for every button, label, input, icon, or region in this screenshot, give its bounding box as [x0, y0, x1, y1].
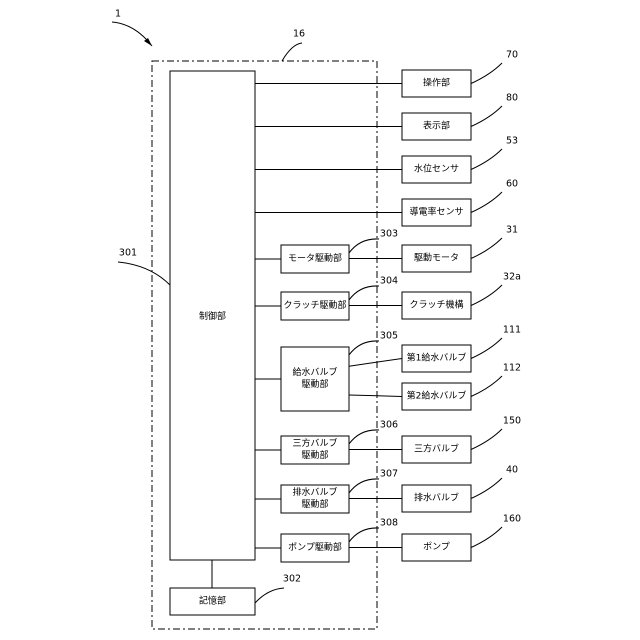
controller-ref-label: 16 — [293, 29, 305, 40]
figure-ref-label: 1 — [115, 9, 121, 20]
control-unit-ref-leader — [118, 262, 170, 285]
device-3-ref: 60 — [506, 179, 518, 190]
device-2-ref-leader — [471, 149, 502, 170]
driver-0-ref-leader — [349, 239, 379, 253]
device-3-ref-leader — [471, 192, 502, 213]
driver-5-ref: 308 — [380, 518, 398, 529]
device-1-ref-leader — [471, 106, 502, 127]
driver-3-device-0-ref-leader — [471, 429, 502, 450]
driver-2-ref: 305 — [380, 331, 398, 342]
driver-3-device-0-label: 三方バルブ — [414, 443, 459, 455]
figure-ref-arrow — [112, 22, 152, 46]
driver-0-device-0-ref: 31 — [506, 225, 518, 236]
driver-3-ref-leader — [349, 430, 379, 444]
device-0-ref-leader — [471, 63, 502, 84]
driver-2-device-0-connector — [349, 359, 402, 367]
driver-2-device-0-label: 第1給水バルブ — [407, 352, 467, 364]
driver-5-ref-leader — [349, 528, 379, 542]
driver-0-device-0-label: 駆動モータ — [414, 253, 459, 264]
driver-0-label-line-0: モータ駆動部 — [288, 252, 342, 264]
driver-4-device-0-label: 排水バルブ — [414, 492, 459, 504]
driver-4-label-line-1: 駆動部 — [301, 498, 328, 510]
storage-ref: 302 — [283, 574, 301, 585]
controller-ref-leader — [282, 43, 302, 61]
driver-2-device-1-connector — [349, 395, 402, 397]
driver-5-device-0-label: ポンプ — [423, 542, 450, 553]
driver-5-device-0-ref-leader — [471, 527, 502, 548]
driver-3-label-line-1: 駆動部 — [301, 449, 328, 461]
driver-2-ref-leader — [349, 341, 379, 355]
driver-2-device-0-ref: 111 — [503, 325, 521, 336]
driver-5-label-line-0: ポンプ駆動部 — [288, 541, 342, 553]
driver-5-device-0-ref: 160 — [503, 514, 521, 525]
driver-2-label-line-0: 給水バルブ — [292, 366, 337, 378]
device-0-label: 操作部 — [423, 77, 450, 89]
driver-4-ref-leader — [349, 479, 379, 493]
driver-2-device-1-ref-leader — [471, 376, 502, 397]
driver-1-device-0-label: クラッチ機構 — [409, 299, 463, 311]
driver-4-device-0-ref-leader — [471, 478, 502, 499]
driver-2-device-0-ref-leader — [471, 338, 502, 359]
driver-2-box — [281, 347, 349, 411]
device-2-ref: 53 — [506, 136, 518, 147]
driver-2-device-1-label: 第2給水バルブ — [407, 390, 467, 402]
device-3-label: 導電率センサ — [409, 206, 463, 218]
driver-3-label-line-0: 三方バルブ — [292, 437, 337, 449]
driver-4-label-line-0: 排水バルブ — [292, 486, 337, 498]
driver-1-device-0-ref: 32a — [503, 272, 521, 283]
storage-ref-leader — [255, 588, 284, 603]
driver-1-ref: 304 — [380, 276, 398, 287]
device-2-label: 水位センサ — [414, 163, 459, 175]
driver-4-ref: 307 — [380, 469, 398, 480]
driver-3-device-0-ref: 150 — [503, 416, 521, 427]
driver-2-device-1-ref: 112 — [503, 363, 521, 374]
driver-1-ref-leader — [349, 286, 379, 300]
figure-ref-arrowhead — [144, 38, 152, 46]
driver-3-ref: 306 — [380, 420, 398, 431]
driver-0-ref: 303 — [380, 229, 398, 240]
driver-2-label-line-1: 駆動部 — [301, 378, 328, 390]
device-0-ref: 70 — [506, 50, 518, 61]
control-unit-ref: 301 — [119, 248, 137, 259]
driver-1-device-0-ref-leader — [471, 285, 502, 306]
driver-4-device-0-ref: 40 — [506, 465, 518, 476]
control-unit-label: 制御部 — [199, 310, 226, 322]
device-1-label: 表示部 — [423, 120, 450, 132]
driver-0-device-0-ref-leader — [471, 238, 502, 259]
device-1-ref: 80 — [506, 93, 518, 104]
driver-1-label-line-0: クラッチ駆動部 — [283, 299, 346, 311]
storage-label: 記憶部 — [199, 595, 226, 607]
